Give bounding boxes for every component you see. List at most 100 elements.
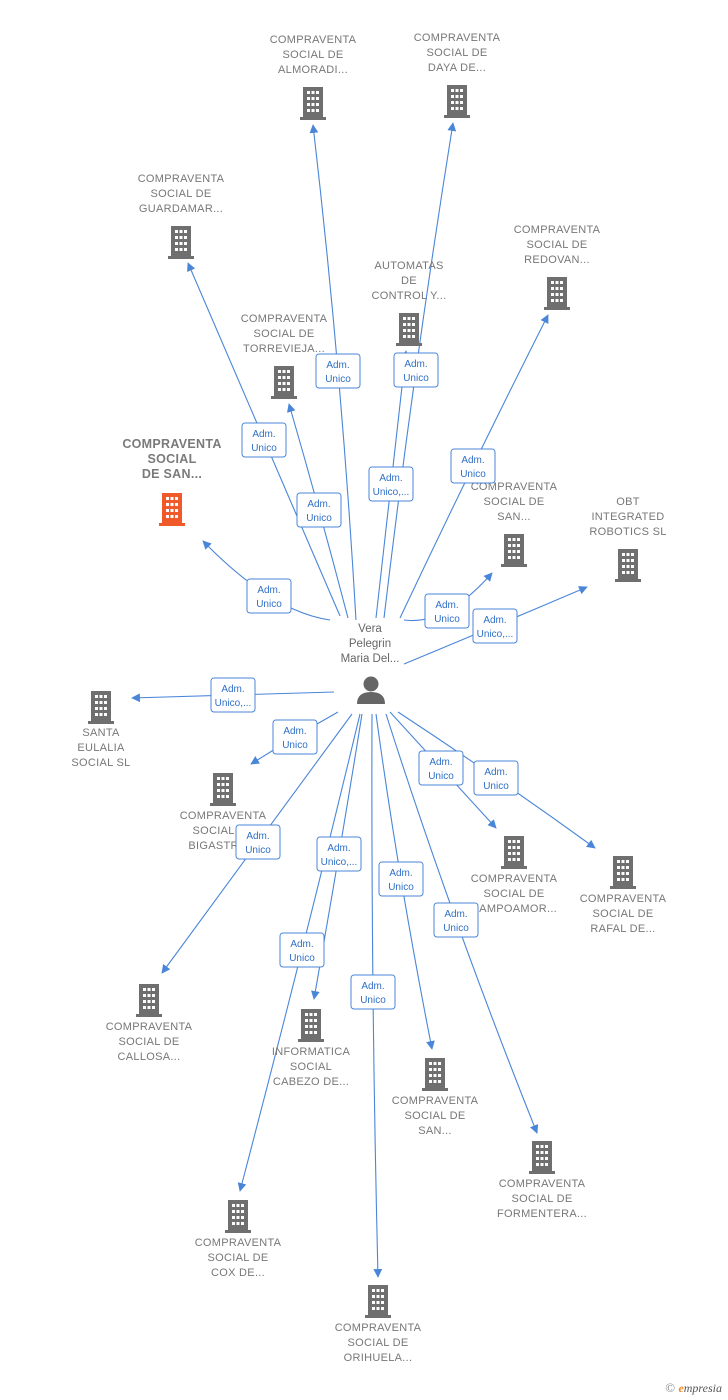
- company-label: GUARDAMAR...: [139, 203, 223, 215]
- edge-label-san1[interactable]: Adm.Unico: [424, 593, 470, 629]
- company-label: SOCIAL: [147, 452, 196, 466]
- company-label: CONTROL Y...: [372, 290, 447, 302]
- edge-label-box: [433, 902, 479, 938]
- copyright-symbol: ©: [665, 1380, 676, 1395]
- edge-label-text: Unico: [360, 995, 386, 1006]
- edge-label-text: Unico,...: [477, 629, 514, 640]
- edge-label-text: Adm.: [404, 359, 427, 370]
- edge-label-formentera[interactable]: Adm.Unico: [433, 902, 479, 938]
- company-label: COMPRAVENTA: [122, 437, 221, 451]
- company-label: SOCIAL SL: [71, 757, 130, 769]
- edge-label-automatas[interactable]: Adm.Unico,...: [368, 466, 414, 502]
- company-label: COMPRAVENTA: [499, 1178, 586, 1190]
- edge-label-box: [272, 719, 318, 755]
- edge-label-box: [473, 760, 519, 796]
- company-label: INFORMATICA: [272, 1046, 351, 1058]
- edge-label-text: Unico,...: [373, 487, 410, 498]
- edge-label-almoradi[interactable]: Adm.Unico: [315, 353, 361, 389]
- company-label: SOCIAL DE: [348, 1337, 409, 1349]
- company-node-automatas[interactable]: AUTOMATAS DE CONTROL Y...: [372, 260, 447, 346]
- edge-label-text: Unico: [460, 469, 486, 480]
- edge-label-text: Adm.: [283, 726, 306, 737]
- edge-label-obt[interactable]: Adm.Unico,...: [472, 608, 518, 644]
- edge-label-text: Unico: [428, 771, 454, 782]
- edge-label-rafal[interactable]: Adm. Unico: [473, 760, 519, 796]
- company-label: SOCIAL DE: [593, 908, 654, 920]
- edge-labels-layer: Adm.UnicoAdm.UnicoAdm.UnicoAdm.UnicoAdm.…: [210, 352, 519, 1010]
- edge-label-text: Unico: [245, 845, 271, 856]
- company-label: SOCIAL DE: [119, 1036, 180, 1048]
- copyright-footer: © empresia: [665, 1380, 722, 1396]
- company-label: SOCIAL DE: [512, 1193, 573, 1205]
- company-label: SAN...: [497, 511, 531, 523]
- company-label: SOCIAL DE: [254, 328, 315, 340]
- edge-label-guardamar[interactable]: Adm.Unico: [241, 422, 287, 458]
- company-label: COMPRAVENTA: [580, 893, 667, 905]
- edge-label-text: Adm.: [221, 684, 244, 695]
- edge-label-text: Unico: [282, 740, 308, 751]
- company-label: COMPRAVENTA: [138, 173, 225, 185]
- company-label: DE: [401, 275, 417, 287]
- company-label: SOCIAL DE: [405, 1110, 466, 1122]
- company-label: AUTOMATAS: [374, 260, 443, 272]
- building-icon: [210, 773, 236, 806]
- edge-label-text: Unico: [434, 614, 460, 625]
- edge-label-text: Unico: [483, 781, 509, 792]
- edge-label-san2[interactable]: Adm.Unico: [378, 861, 424, 897]
- company-node-guardamar[interactable]: COMPRAVENTA SOCIAL DE GUARDAMAR...: [138, 173, 225, 259]
- edge-label-text: Adm.: [484, 767, 507, 778]
- building-icon: [365, 1285, 391, 1318]
- edge-label-text: Unico,...: [321, 857, 358, 868]
- edge-label-focus[interactable]: Adm.Unico: [246, 578, 292, 614]
- company-label: SOCIAL DE: [484, 496, 545, 508]
- building-icon: [159, 493, 185, 526]
- edge-label-bigastro[interactable]: Adm. Unico: [272, 719, 318, 755]
- edge-label-box: [378, 861, 424, 897]
- edge-label-orihuela[interactable]: Adm.Unico: [350, 974, 396, 1010]
- brand-logo[interactable]: empresia: [678, 1381, 722, 1395]
- edge-label-cox[interactable]: Adm.Unico: [279, 932, 325, 968]
- building-icon: [136, 984, 162, 1017]
- company-label: SOCIAL DE: [151, 188, 212, 200]
- company-label: SOCIAL: [290, 1061, 332, 1073]
- company-label: SOCIAL DE: [527, 239, 588, 251]
- edge-label-campoamor[interactable]: Adm.Unico: [418, 750, 464, 786]
- company-label: ROBOTICS SL: [589, 526, 666, 538]
- edge-label-daya[interactable]: Adm. Unico: [393, 352, 439, 388]
- company-label: TORREVIEJA...: [243, 343, 325, 355]
- edge-label-text: Adm.: [444, 909, 467, 920]
- edge-label-torrevieja[interactable]: Adm.Unico: [296, 492, 342, 528]
- edge-label-callosa[interactable]: Adm.Unico: [235, 824, 281, 860]
- building-icon: [88, 691, 114, 724]
- edge-label-text: Unico: [403, 373, 429, 384]
- company-label: COX DE...: [211, 1267, 265, 1279]
- company-label: COMPRAVENTA: [180, 810, 267, 822]
- edge-label-redovan[interactable]: Adm.Unico: [450, 448, 496, 484]
- edge-label-box: [393, 352, 439, 388]
- edge-label-text: Unico: [251, 443, 277, 454]
- edge-label-informatica[interactable]: Adm.Unico,...: [316, 836, 362, 872]
- edge-label-text: Adm.: [257, 585, 280, 596]
- building-icon: [271, 366, 297, 399]
- person-label: Maria Del...: [341, 653, 400, 665]
- edge-label-eulalia[interactable]: Adm.Unico,...: [210, 677, 256, 713]
- edge-label-box: [235, 824, 281, 860]
